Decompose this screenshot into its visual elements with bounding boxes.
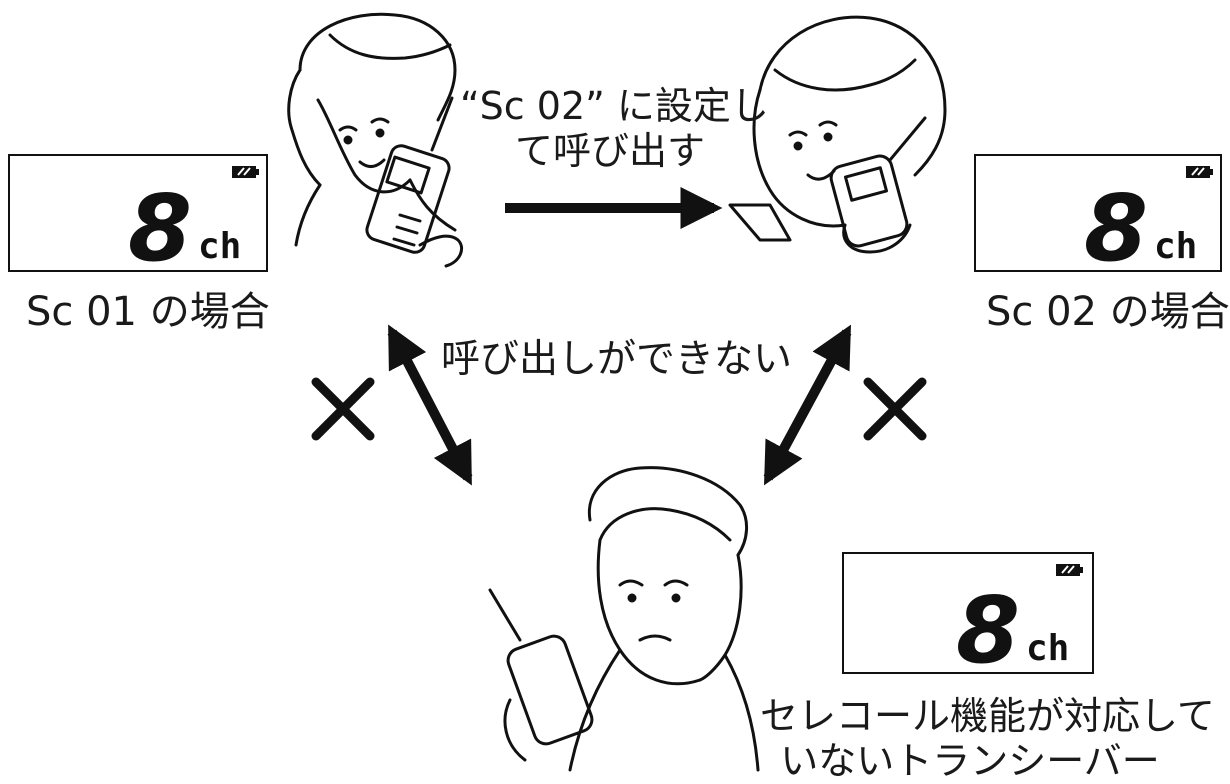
top-message-line2: て呼び出す	[514, 128, 705, 173]
top-message: “Sc 02” に設定し て呼び出す	[460, 84, 769, 174]
bottom-caption-line1: セレコール機能が対応して	[760, 694, 1215, 738]
battery-icon	[1186, 166, 1213, 178]
left-lcd-svg: 8 ch	[128, 166, 259, 270]
channel-number: 8	[128, 175, 192, 270]
bottom-caption-line2: いないトランシーバー	[780, 738, 1160, 783]
left-blocked-arrow	[387, 324, 473, 486]
bottom-lcd-display: 8 ch	[842, 552, 1094, 674]
bottom-caption: セレコール機能が対応して いないトランシーバー	[760, 694, 1215, 784]
channel-unit: ch	[1026, 628, 1069, 669]
channel-number: 8	[1084, 175, 1148, 270]
woman-receiver-illustration	[728, 15, 947, 254]
center-message: 呼び出しができない	[441, 337, 793, 382]
left-lcd-display: 8 ch	[8, 154, 268, 272]
left-caption: Sc 01 の場合	[26, 289, 270, 335]
left-cross-mark	[311, 377, 375, 441]
woman-caller-illustration	[287, 12, 463, 268]
right-caption: Sc 02 の場合	[986, 289, 1230, 335]
bottom-lcd-svg: 8 ch	[956, 564, 1083, 672]
right-cross-mark	[863, 377, 927, 441]
channel-number: 8	[956, 577, 1020, 672]
channel-unit: ch	[1154, 226, 1197, 267]
man-illustration	[488, 466, 760, 772]
top-message-line1: “Sc 02” に設定し	[460, 84, 769, 128]
channel-unit: ch	[198, 226, 241, 267]
right-blocked-arrow	[763, 324, 852, 486]
right-lcd-display: 8 ch	[974, 154, 1222, 272]
right-lcd-svg: 8 ch	[1084, 166, 1213, 270]
battery-icon	[232, 166, 259, 178]
battery-icon	[1056, 564, 1083, 576]
